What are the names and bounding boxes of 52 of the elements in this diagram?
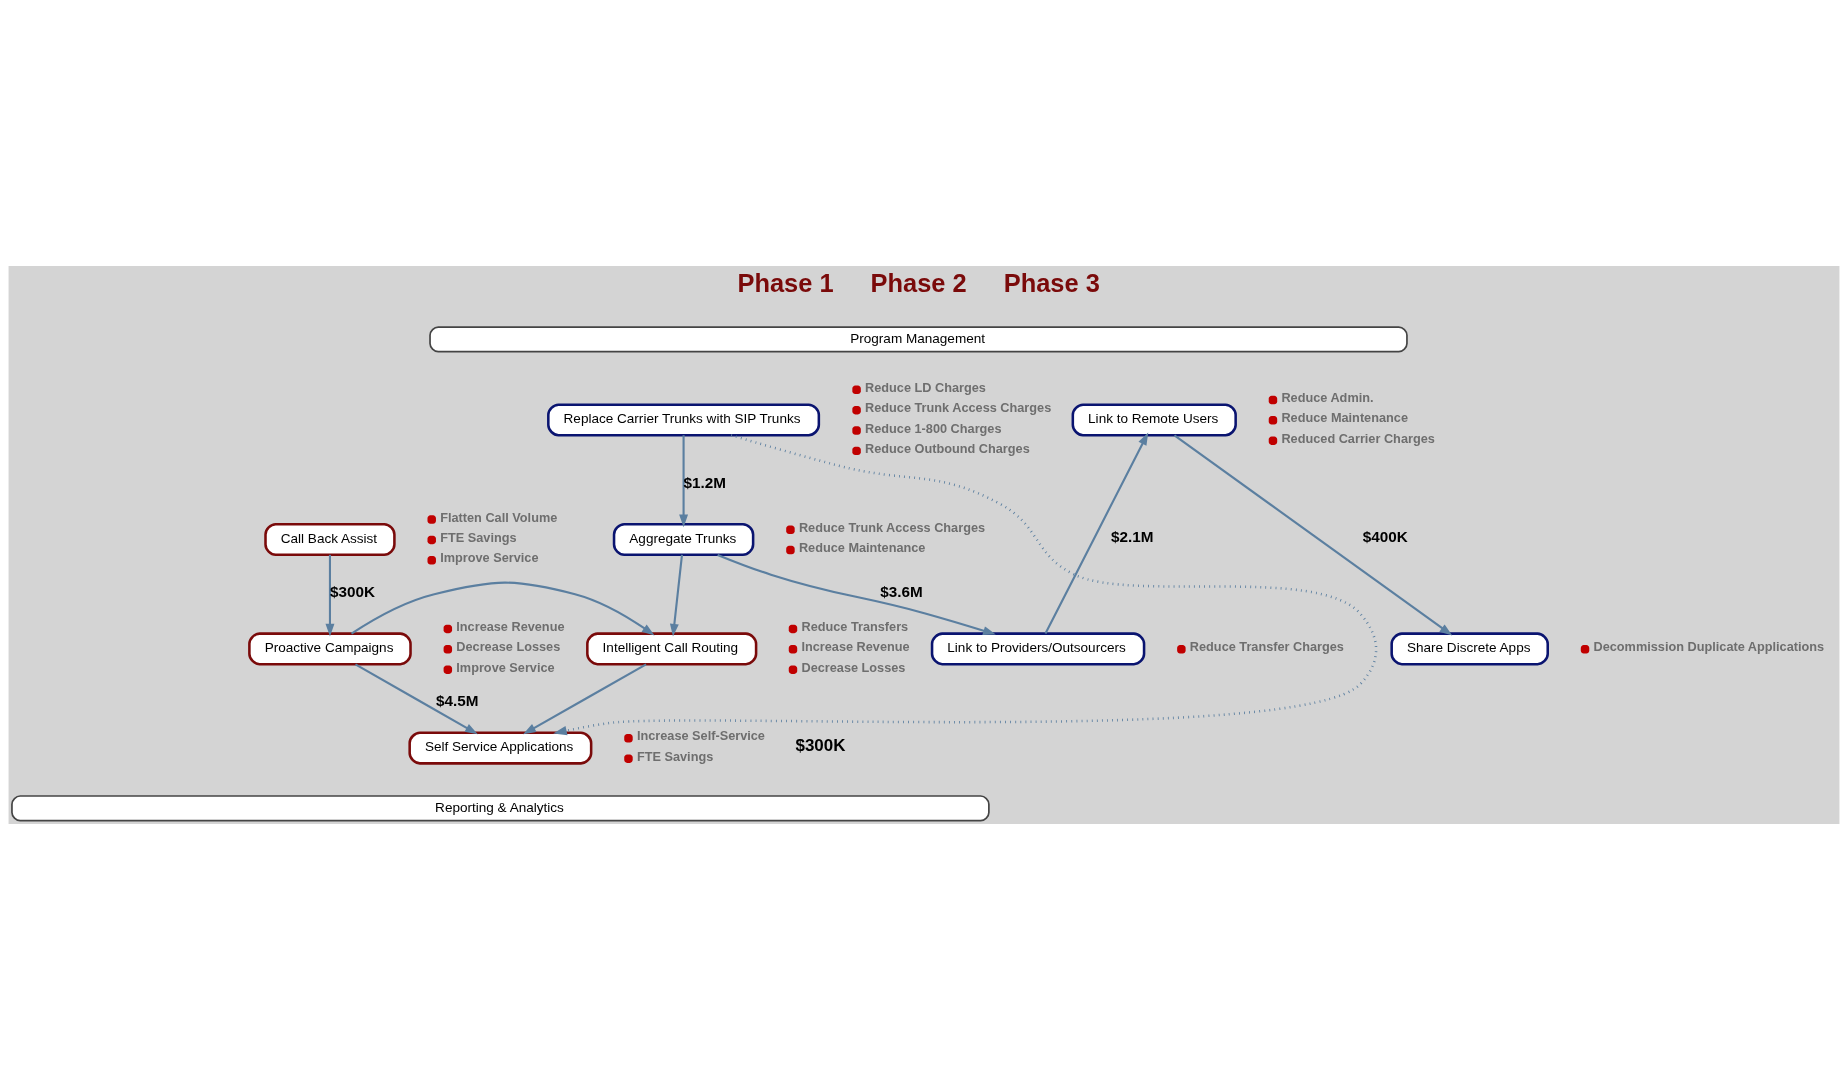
- node-box: Reporting & Analytics: [11, 794, 990, 821]
- node-label: Reduce Trunk Access Charges: [798, 519, 986, 535]
- node-box: Call Back Assist: [264, 522, 396, 556]
- node-box: Proactive Campaigns: [248, 631, 412, 665]
- edge-label: $400K: [1362, 527, 1408, 545]
- node-label: Decommission Duplicate Applications: [1593, 638, 1825, 654]
- arrow: [679, 434, 689, 527]
- node-label: Reduce Transfer Charges: [1189, 638, 1344, 654]
- arrow: [717, 553, 996, 635]
- arrow: [1173, 433, 1453, 635]
- node-label: Reduce Transfers: [801, 618, 909, 634]
- node-label: Reduce Maintenance: [1281, 409, 1408, 425]
- edge-label: $4.5M: [435, 691, 479, 709]
- node-label: Reduced Carrier Charges: [1281, 430, 1435, 446]
- arrow: [553, 433, 1378, 735]
- node-label: Reduce Trunk Access Charges: [865, 399, 1052, 415]
- node-label: Increase Self-Service: [636, 727, 765, 743]
- node-label: Improve Service: [440, 549, 539, 565]
- node-label: Reduce Maintenance: [798, 539, 926, 555]
- label: Phase 3: [1003, 268, 1100, 297]
- node-box: Self Service Applications: [408, 731, 593, 765]
- node-label: Increase Revenue: [801, 638, 910, 654]
- arrow: [354, 662, 478, 734]
- node-box: Link to Remote Users: [1071, 402, 1237, 436]
- node-label: Reduce Outbound Charges: [865, 440, 1030, 456]
- node-box: Replace Carrier Trunks with SIP Trunks: [547, 402, 821, 436]
- node-label: Decrease Losses: [801, 659, 906, 675]
- node-label: Increase Revenue: [456, 618, 565, 634]
- node-label: Reduce Admin.: [1281, 389, 1374, 405]
- node-label: FTE Savings: [440, 529, 517, 545]
- node-label: Flatten Call Volume: [440, 509, 558, 525]
- arrow: [350, 581, 655, 635]
- node-label: Decrease Losses: [456, 638, 561, 654]
- node-box: Share Discrete Apps: [1390, 631, 1549, 665]
- node-box: Program Management: [429, 325, 1408, 352]
- edge-label: $3.6M: [880, 582, 923, 600]
- node-box: Link to Providers/Outsourcers: [930, 631, 1146, 665]
- arrow: [325, 554, 335, 637]
- label: Phase 1: [737, 268, 834, 297]
- node-label: FTE Savings: [636, 748, 714, 764]
- node-label: Improve Service: [456, 659, 555, 675]
- node-label: Reduce LD Charges: [865, 379, 986, 395]
- label: Phase 2: [870, 268, 967, 297]
- node-label: Reduce 1-800 Charges: [865, 420, 1002, 436]
- arrow: [1044, 431, 1149, 634]
- node-box: Aggregate Trunks: [612, 522, 755, 556]
- arrow: [523, 662, 647, 734]
- edge-label: $1.2M: [683, 473, 726, 491]
- arrow: [669, 554, 684, 637]
- label: $300K: [795, 735, 846, 755]
- edge-label: $2.1M: [1110, 527, 1154, 545]
- node-box: Intelligent Call Routing: [586, 631, 758, 665]
